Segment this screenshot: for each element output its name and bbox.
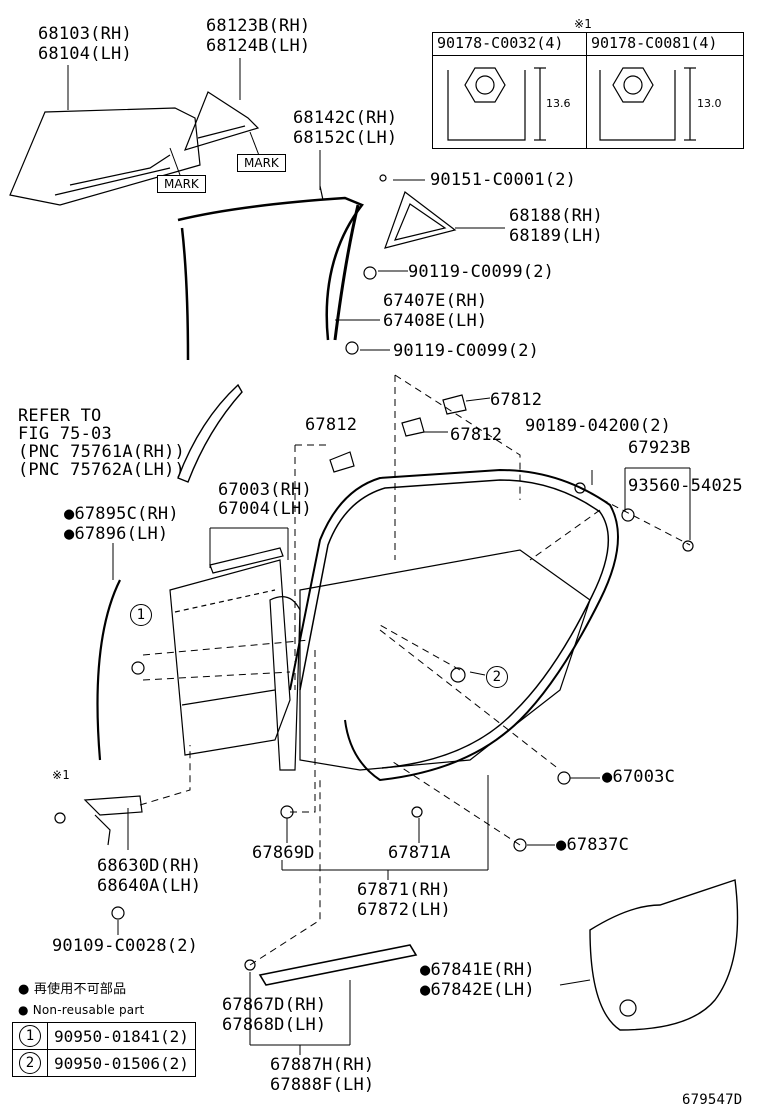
label-67872: 67872(LH) bbox=[357, 900, 451, 920]
bolt-col2-label: 90178-C0081(4) bbox=[591, 34, 718, 52]
label-67407: 67407E(RH) bbox=[383, 291, 488, 311]
label-67871: 67871(RH) bbox=[357, 880, 451, 900]
label-68142: 68142C(RH) bbox=[293, 108, 398, 128]
belt-moulding bbox=[177, 383, 243, 483]
door-check bbox=[83, 795, 143, 846]
label-68640: 68640A(LH) bbox=[97, 876, 202, 896]
glass-run bbox=[177, 196, 364, 341]
label-93560: 93560-54025 bbox=[628, 476, 743, 496]
refer-line-4: (PNC 75762A(LH)) bbox=[18, 460, 185, 480]
label-67871a: 67871A bbox=[388, 843, 451, 863]
label-67868: 67868D(LH) bbox=[222, 1015, 327, 1035]
quarter-glass bbox=[9, 107, 201, 206]
division-bar bbox=[333, 204, 360, 341]
label-67888: 67888F(LH) bbox=[270, 1075, 375, 1095]
label-90151: 90151-C0001(2) bbox=[430, 170, 577, 190]
label-67408: 67408E(LH) bbox=[383, 311, 488, 331]
label-67004: 67004(LH) bbox=[218, 499, 312, 519]
label-67812-c: 67812 bbox=[450, 425, 503, 445]
label-68123: 68123B(RH) bbox=[206, 16, 311, 36]
mark-label-1: MARK bbox=[157, 175, 206, 193]
ref-part: 90950-01506(2) bbox=[47, 1049, 196, 1077]
label-90189: 90189-04200(2) bbox=[525, 416, 672, 436]
ref-table: 1 90950-01841(2) 2 90950-01506(2) bbox=[12, 1022, 196, 1077]
legend-jp: ● 再使用不可部品 bbox=[18, 982, 127, 997]
label-68152: 68152C(LH) bbox=[293, 128, 398, 148]
ref-num: 2 bbox=[19, 1052, 41, 1074]
refer-line-2: FIG 75-03 bbox=[18, 424, 112, 444]
label-67887: 67887H(RH) bbox=[270, 1055, 375, 1075]
label-67842: ●67842E(LH) bbox=[420, 980, 535, 1000]
ref-row: 2 90950-01506(2) bbox=[12, 1049, 196, 1077]
label-68189: 68189(LH) bbox=[509, 226, 603, 246]
legend-en: ● Non-reusable part bbox=[18, 1003, 145, 1017]
label-90119-b: 90119-C0099(2) bbox=[393, 341, 540, 361]
label-68104: 68104(LH) bbox=[38, 44, 132, 64]
lower-moulding bbox=[258, 944, 418, 986]
label-68630: 68630D(RH) bbox=[97, 856, 202, 876]
door-glass-channel bbox=[269, 596, 301, 771]
door-glass bbox=[169, 559, 291, 756]
label-68188: 68188(RH) bbox=[509, 206, 603, 226]
label-67837c: ●67837C bbox=[556, 835, 630, 855]
note-x1-top: ※1 bbox=[574, 17, 593, 31]
label-67841: ●67841E(RH) bbox=[420, 960, 535, 980]
label-68103: 68103(RH) bbox=[38, 24, 132, 44]
bolt-dim2: 13.0 bbox=[697, 97, 722, 110]
bolt-table: 90178-C0032(4) 90178-C0081(4) 13.6 13.0 bbox=[432, 32, 744, 149]
refer-line-3: (PNC 75761A(RH)) bbox=[18, 442, 185, 462]
rear-strip bbox=[96, 579, 121, 761]
refer-line-1: REFER TO bbox=[18, 406, 102, 426]
door-panel bbox=[299, 549, 591, 771]
vent-glass bbox=[183, 91, 260, 151]
label-67003: 67003(RH) bbox=[218, 480, 312, 500]
triangle-glass bbox=[384, 191, 457, 249]
label-68124: 68124B(LH) bbox=[206, 36, 311, 56]
ref-num: 1 bbox=[19, 1025, 41, 1047]
circle-2-callout: 2 bbox=[486, 666, 508, 688]
service-hole-cover bbox=[589, 879, 739, 1031]
bolt-drawings bbox=[447, 67, 696, 141]
label-67812-b: 67812 bbox=[305, 415, 358, 435]
mark-label-2: MARK bbox=[237, 154, 286, 172]
label-67896: ●67896(LH) bbox=[64, 524, 169, 544]
ref-row: 1 90950-01841(2) bbox=[12, 1022, 196, 1050]
label-67895: ●67895C(RH) bbox=[64, 504, 179, 524]
label-67923: 67923B bbox=[628, 438, 691, 458]
label-90119-a: 90119-C0099(2) bbox=[408, 262, 555, 282]
diagram-id: 679547D bbox=[682, 1092, 743, 1108]
label-67867: 67867D(RH) bbox=[222, 995, 327, 1015]
ref-part: 90950-01841(2) bbox=[47, 1022, 196, 1050]
label-67003c: ●67003C bbox=[602, 767, 676, 787]
label-90109: 90109-C0028(2) bbox=[52, 936, 199, 956]
circle-1-callout: 1 bbox=[130, 604, 152, 626]
bolt-col1-label: 90178-C0032(4) bbox=[437, 34, 564, 52]
door-weatherstrip bbox=[289, 468, 619, 782]
note-x1-left: ※1 bbox=[52, 768, 70, 782]
label-67812-a: 67812 bbox=[490, 390, 543, 410]
label-67869d: 67869D bbox=[252, 843, 315, 863]
bolt-dim1: 13.6 bbox=[546, 97, 571, 110]
